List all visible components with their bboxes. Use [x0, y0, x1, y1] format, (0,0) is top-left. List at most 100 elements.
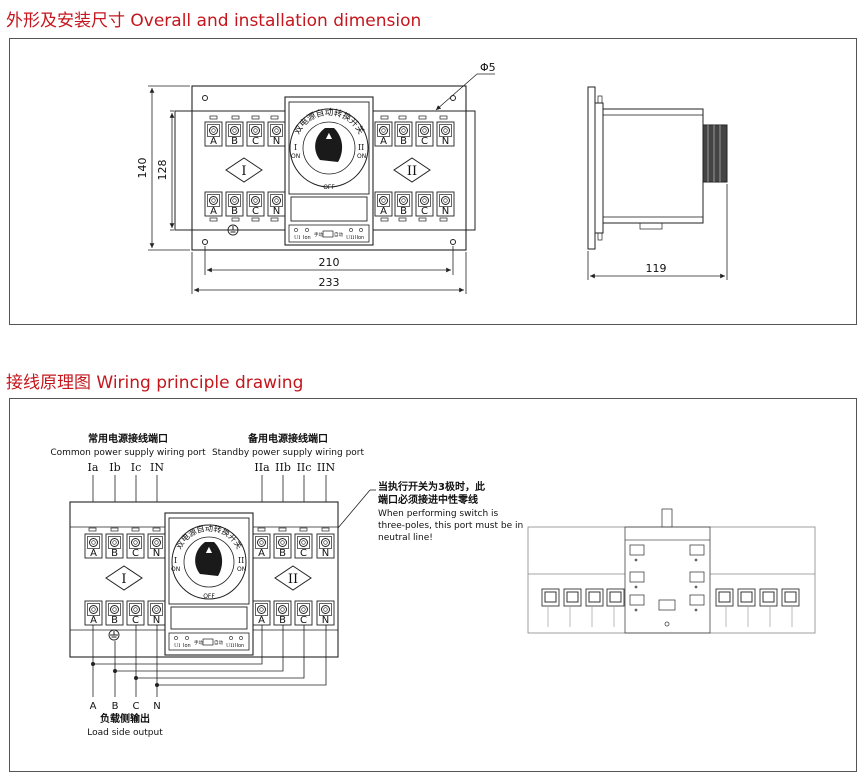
- terminal-label: C: [300, 615, 307, 626]
- on-label: ON: [237, 566, 246, 573]
- side-1-label: I: [121, 572, 126, 587]
- standby-label: IIN: [317, 461, 336, 474]
- load-labels: A B C N: [90, 701, 161, 712]
- load-output-en: Load side output: [87, 728, 163, 738]
- terminal-label: B: [279, 615, 286, 626]
- pos-2-label: II: [358, 143, 364, 152]
- pos-1-label: I: [174, 556, 177, 565]
- terminal-label: B: [231, 136, 238, 147]
- terminal-label: B: [111, 548, 118, 559]
- terminal-label: B: [231, 206, 238, 217]
- ind-ion: Ion: [303, 235, 311, 241]
- wiring-headers: 常用电源接线端口 Common power supply wiring port…: [50, 432, 364, 474]
- terminal-label: C: [252, 206, 259, 217]
- neutral-note: 当执行开关为3极时，此 端口必须接进中性零线 When performing s…: [378, 480, 523, 543]
- junctions: [91, 662, 159, 687]
- terminal-label: N: [273, 206, 280, 217]
- terminal-label: C: [421, 136, 428, 147]
- label-window: [290, 196, 368, 222]
- terminal-label: C: [300, 548, 307, 559]
- rotary-knob: [315, 128, 343, 162]
- terminal-label: N: [322, 615, 329, 626]
- svg-text:▲: ▲: [326, 131, 333, 140]
- mount-hole: [202, 95, 208, 101]
- terminal-label: N: [273, 136, 280, 147]
- mount-hole: [202, 239, 208, 245]
- standby-port-cn: 备用电源接线端口: [247, 432, 328, 445]
- ind-auto: 自动: [334, 231, 343, 238]
- dim-hole: Φ5: [480, 61, 496, 74]
- on-label: ON: [291, 153, 300, 160]
- load-label: C: [133, 701, 140, 712]
- side-1-diamond: [105, 565, 143, 591]
- front-view: A B C N A B C N I II A B C N A B C N: [174, 85, 476, 251]
- indicator-strip: [168, 632, 250, 651]
- terminal-label: C: [132, 548, 139, 559]
- standby-port-en: Standby power supply wiring port: [212, 448, 365, 458]
- ind-ui: UI: [294, 235, 300, 241]
- off-label: OFF: [203, 593, 215, 600]
- internal-view: [527, 508, 816, 634]
- ind-iion: IIon: [355, 235, 364, 241]
- terminal-label: N: [322, 548, 329, 559]
- pos-1-label: I: [294, 143, 297, 152]
- load-label: N: [153, 701, 160, 712]
- ground-icon: [108, 629, 120, 641]
- common-label: Ib: [109, 461, 120, 474]
- load-output-cn: 负载侧输出: [100, 712, 150, 725]
- indicator-strip: [288, 224, 370, 243]
- terminal-label: A: [210, 136, 217, 147]
- ind-ui: UI: [174, 643, 180, 649]
- terminal-label: A: [258, 615, 265, 626]
- terminal-label: N: [442, 136, 449, 147]
- common-label: IN: [150, 461, 164, 474]
- off-label: OFF: [323, 184, 335, 191]
- terminal-label: A: [90, 615, 97, 626]
- standby-label: IIc: [297, 461, 312, 474]
- side-1-label: I: [241, 164, 246, 179]
- terminal-label: C: [132, 615, 139, 626]
- terminal-label: C: [421, 206, 428, 217]
- dim-height-inner: 128: [156, 160, 169, 181]
- load-label: A: [90, 701, 97, 712]
- terminal-label: N: [153, 548, 160, 559]
- note-cn-1: 当执行开关为3极时，此: [378, 480, 485, 493]
- terminal-label: A: [258, 548, 265, 559]
- terminal-label: C: [252, 136, 259, 147]
- dim-width-outer: 233: [319, 276, 340, 289]
- common-label: Ia: [88, 461, 99, 474]
- ind-manual: 手动: [314, 231, 323, 238]
- side-2-label: II: [288, 572, 298, 587]
- terminal-label: A: [210, 206, 217, 217]
- side-dimensions: [587, 184, 728, 280]
- mount-hole: [450, 239, 456, 245]
- terminal-label: B: [111, 615, 118, 626]
- side-2-diamond: [274, 565, 312, 591]
- ind-uii: UII: [226, 643, 234, 649]
- internal-dots: [634, 558, 698, 612]
- rotary-knob: [195, 542, 223, 576]
- side-1-diamond: [225, 157, 263, 183]
- terminal-label: B: [279, 548, 286, 559]
- ind-auto: 自动: [214, 639, 223, 646]
- ind-iion: IIon: [235, 643, 244, 649]
- ind-uii: UII: [346, 235, 354, 241]
- dim-height-outer: 140: [136, 158, 149, 179]
- load-label: B: [112, 701, 119, 712]
- section-title-wiring: 接线原理图 Wiring principle drawing: [6, 373, 304, 393]
- wiring-device: A B C N A B C N I II A B C N A B C N 双电源…: [69, 501, 339, 658]
- dim-depth: 119: [646, 262, 667, 275]
- front-dimensions: [148, 73, 495, 294]
- standby-label: IIa: [254, 461, 270, 474]
- side-2-diamond: [393, 157, 431, 183]
- section-title-dimension: 外形及安装尺寸 Overall and installation dimensi…: [6, 11, 422, 31]
- note-en-3: neutral line!: [378, 533, 433, 543]
- terminal-label: A: [380, 206, 387, 217]
- ind-ion: Ion: [183, 643, 191, 649]
- note-en-1: When performing switch is: [378, 509, 499, 519]
- dim-width-inner: 210: [319, 256, 340, 269]
- terminal-label: A: [90, 548, 97, 559]
- standby-label: IIb: [275, 461, 291, 474]
- side-2-label: II: [407, 164, 417, 179]
